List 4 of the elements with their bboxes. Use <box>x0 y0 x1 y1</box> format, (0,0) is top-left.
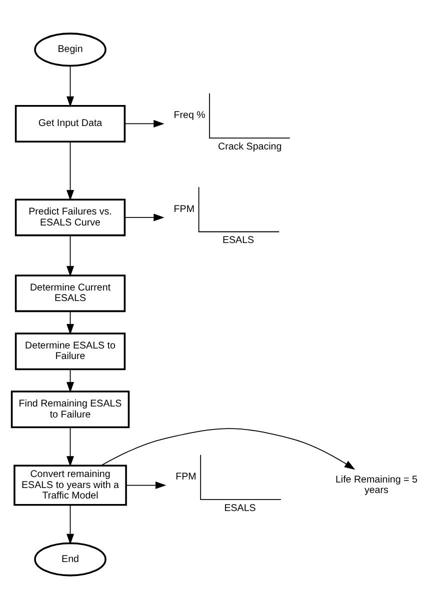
node-text: FPM ESALS <box>174 204 254 246</box>
node-text: Life Remaining = 5 years <box>335 474 418 496</box>
node-text: FPM ESALS <box>176 472 256 514</box>
node-text: Freq % Crack Spacing <box>174 110 282 152</box>
